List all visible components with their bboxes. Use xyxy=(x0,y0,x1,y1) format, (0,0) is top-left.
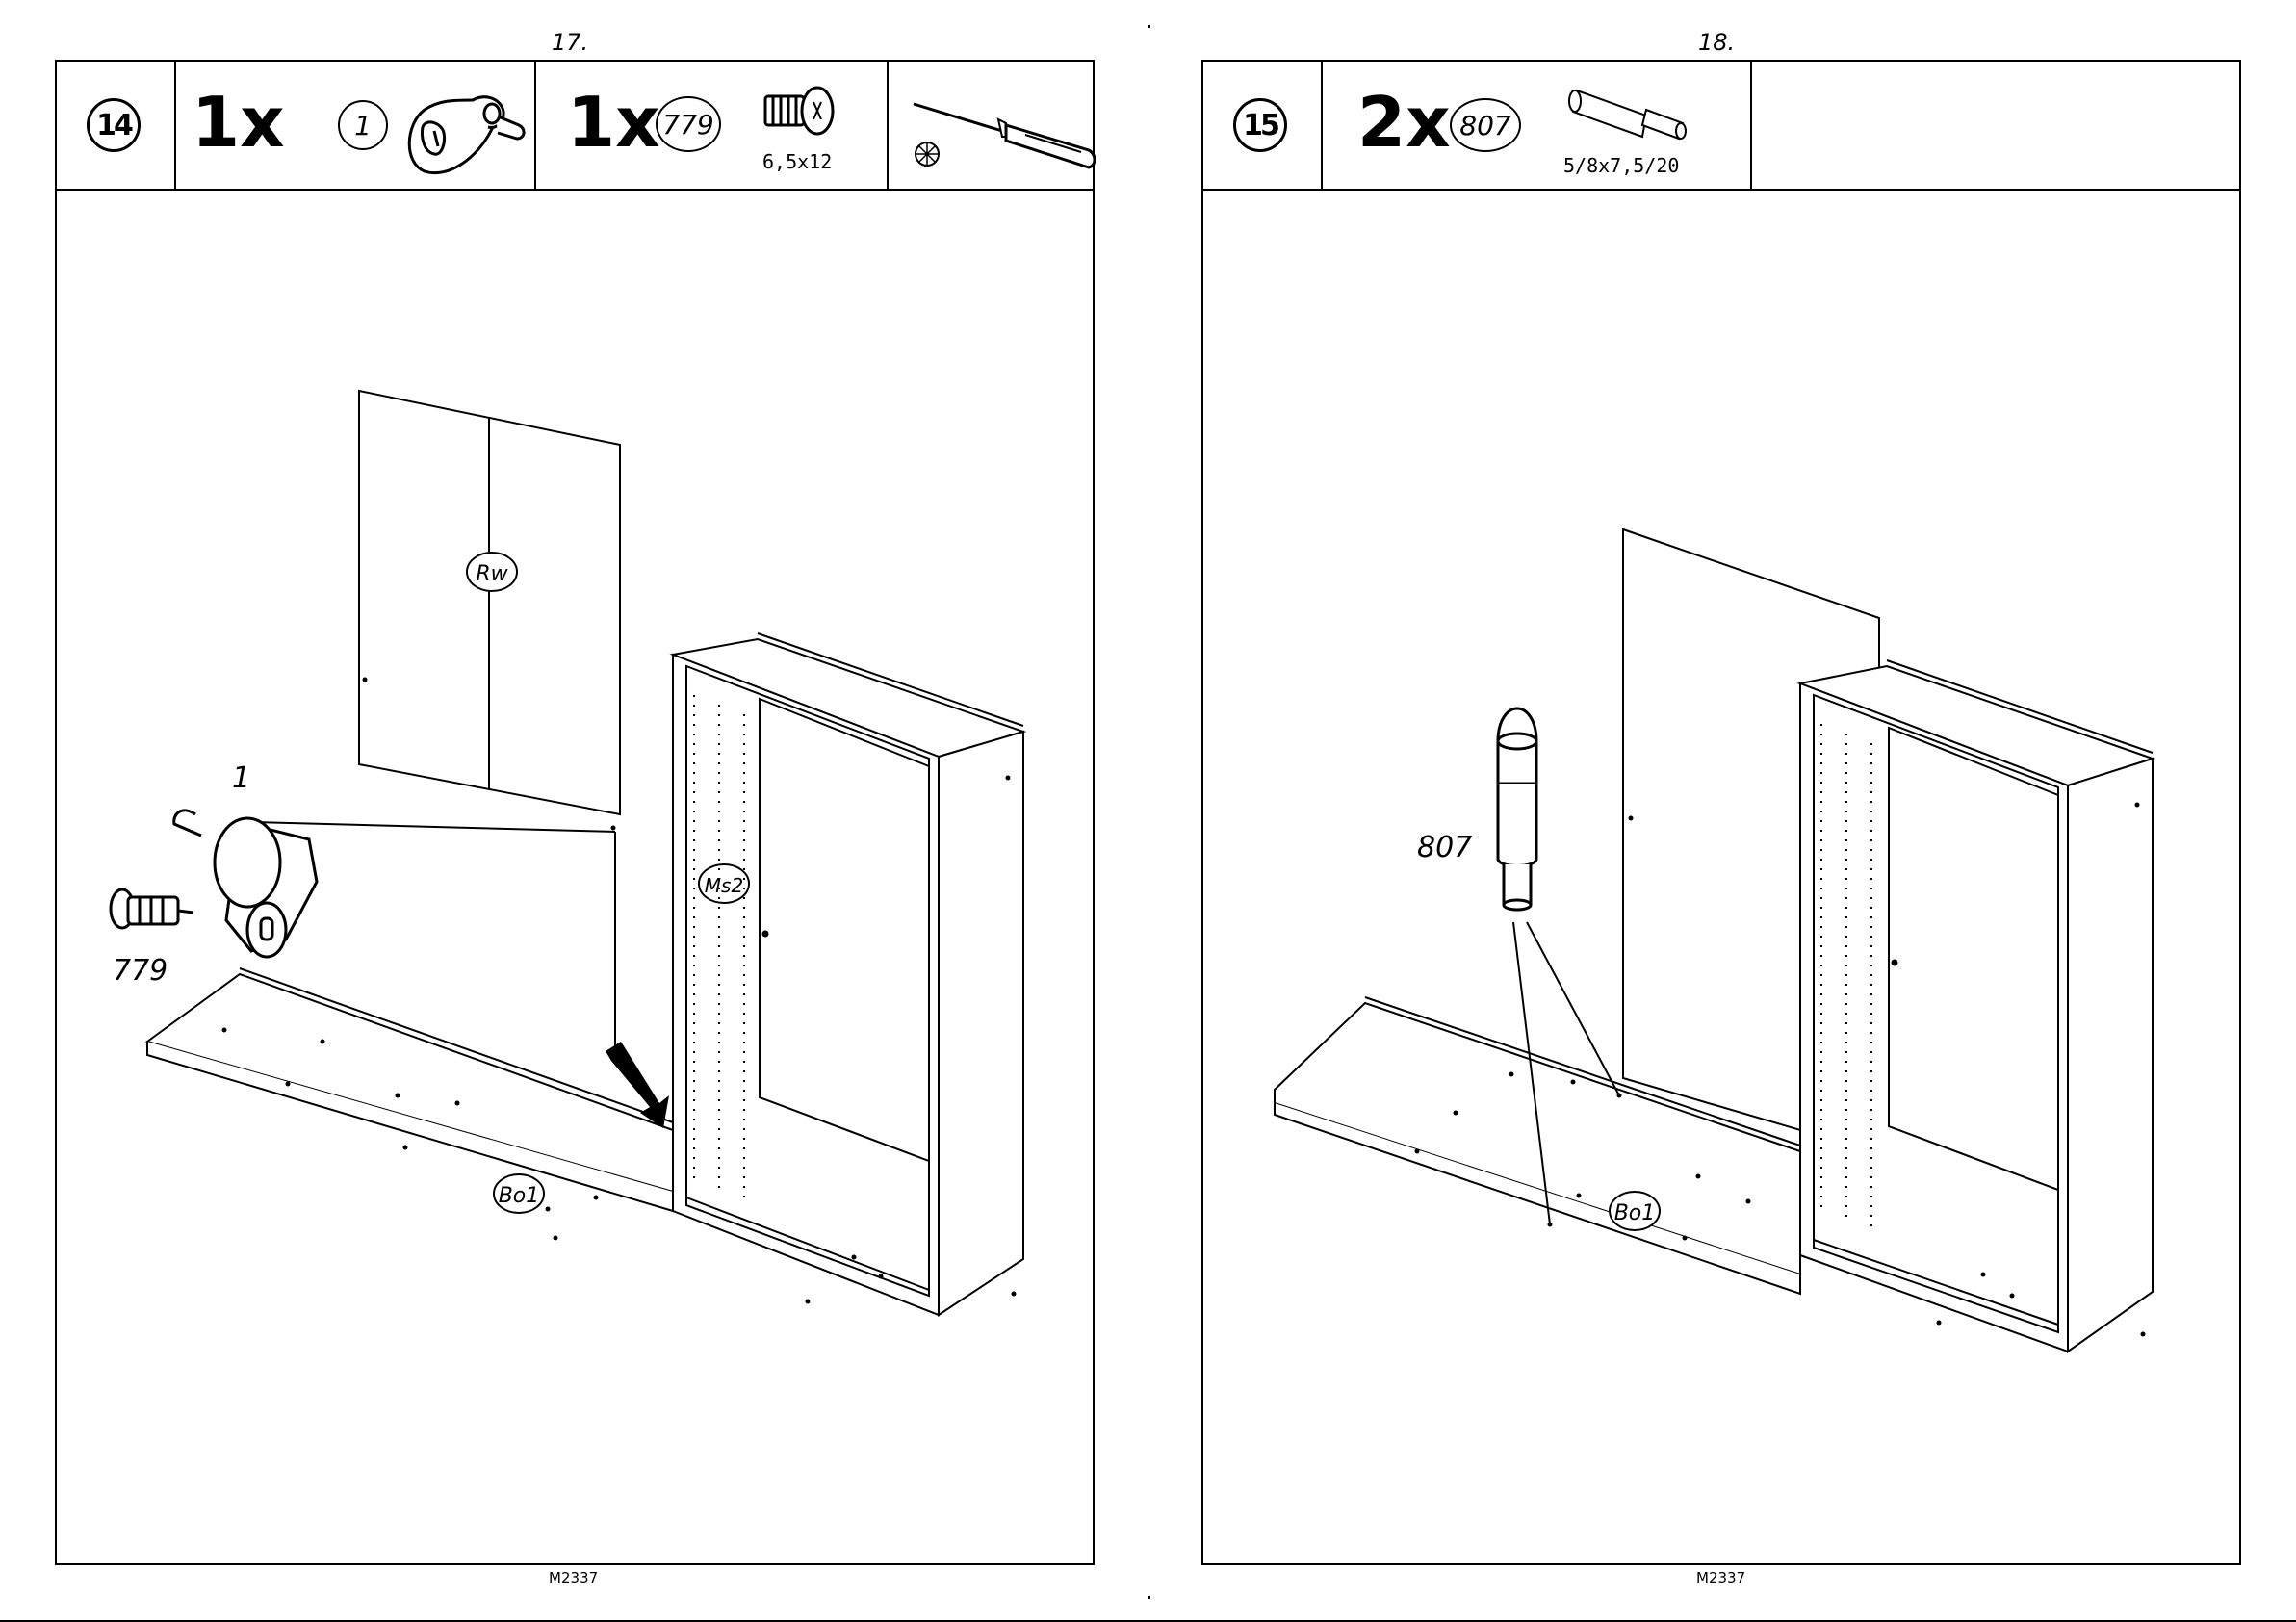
model-code: M2337 xyxy=(549,1569,598,1586)
part-dimension: 6,5x12 xyxy=(762,150,832,173)
assembly-drawing-step-14: Rw Bo1 Ms2 1 779 xyxy=(57,189,1093,1563)
part-807-label: 807 xyxy=(1417,831,1472,864)
side-panel-label: Ms2 xyxy=(705,874,743,897)
bottom-panel xyxy=(147,968,673,1211)
tool-cell xyxy=(889,62,1095,189)
page-number: 17. xyxy=(552,29,588,56)
back-panel-label: Rw xyxy=(476,562,508,586)
screwdriver-icon xyxy=(910,81,1102,173)
part-quantity: 1x xyxy=(567,79,660,166)
dowel-illustration xyxy=(1498,708,1536,910)
assembly-drawing-step-15: Bo1 807 xyxy=(1203,189,2239,1563)
part-number-circle: 779 xyxy=(656,96,721,152)
instruction-panel-step-15: 15 2x 807 5/8x7,5/20 Bo1 xyxy=(1201,60,2241,1565)
part-number-circle: 807 xyxy=(1450,98,1521,152)
part-cell-1: 1x 1 xyxy=(176,62,536,189)
fold-mark xyxy=(1148,1596,1150,1599)
part-cell-2: 1x 779 6,5x12 xyxy=(536,62,889,189)
screw-icon xyxy=(760,83,842,141)
back-panel xyxy=(359,391,620,814)
leader-line xyxy=(253,822,615,832)
bottom-panel-label: Bo1 xyxy=(499,1184,540,1208)
fold-mark xyxy=(1148,25,1150,28)
part-1-label: 1 xyxy=(232,761,250,795)
step-number-badge: 15 xyxy=(1233,98,1287,152)
part-number-circle: 1 xyxy=(338,100,388,150)
part-quantity: 1x xyxy=(192,79,285,166)
part-779-label: 779 xyxy=(113,954,168,988)
dowel-icon xyxy=(1563,69,1698,142)
model-code: M2337 xyxy=(1696,1569,1745,1586)
screw-illustration xyxy=(111,889,193,928)
part-quantity: 2x xyxy=(1357,79,1451,166)
part-dimension: 5/8x7,5/20 xyxy=(1563,154,1679,177)
cabinet xyxy=(673,633,1023,1315)
page-number: 18. xyxy=(1698,29,1735,56)
cam-lock-illustration xyxy=(174,811,317,957)
step-cell: 15 xyxy=(1203,62,1323,189)
step-cell: 14 xyxy=(57,62,176,189)
cabinet xyxy=(1800,660,2153,1352)
step-number-badge: 14 xyxy=(87,98,141,152)
parts-header: 15 2x 807 5/8x7,5/20 xyxy=(1203,62,2239,191)
part-cell-1: 2x 807 5/8x7,5/20 xyxy=(1323,62,1752,189)
instruction-panel-step-14: 14 1x 1 1x 779 xyxy=(55,60,1095,1565)
parts-header: 14 1x 1 1x 779 xyxy=(57,62,1093,191)
bottom-panel-label: Bo1 xyxy=(1614,1201,1656,1225)
cam-lock-icon xyxy=(396,71,530,179)
